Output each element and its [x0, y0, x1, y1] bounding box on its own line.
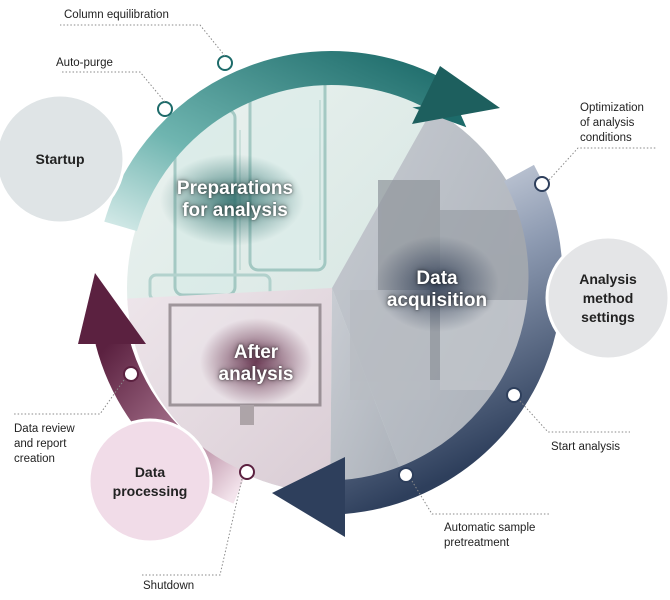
dot-auto-purge [157, 101, 173, 117]
after-analysis-arrowhead [78, 273, 146, 344]
stage-analysis-method-settings-label: Analysis method settings [579, 271, 637, 325]
stage-data-processing-label: Data processing [112, 464, 188, 499]
preparation-arrowhead-tip [412, 66, 500, 124]
data-processing-bubble [87, 418, 213, 544]
dot-automatic-sample-pretreatment [398, 467, 414, 483]
step-auto-purge: Auto-purge [56, 57, 113, 69]
preparation-arrow [104, 51, 463, 232]
leader-optimization [548, 147, 656, 181]
leader-data-review [14, 379, 125, 415]
dot-column-equilibration [217, 55, 233, 71]
leader-start-analysis [519, 400, 630, 433]
step-optimization: Optimization of analysis conditions [580, 102, 644, 144]
leader-column-equilibration [60, 24, 226, 57]
dot-optimization [534, 176, 550, 192]
stage-startup-label: Startup [35, 151, 85, 167]
leader-shutdown [140, 478, 243, 576]
acquisition-arrowhead [272, 457, 345, 537]
step-automatic-sample-pretreatment: Automatic sample pretreatment [444, 522, 536, 549]
step-start-analysis: Start analysis [551, 441, 621, 453]
quadrant-preparations-label: Preparations for analysis [176, 178, 294, 221]
dot-shutdown [239, 464, 255, 480]
startup-bubble [0, 93, 126, 225]
dot-data-review [123, 366, 139, 382]
leader-automatic-sample-pretreatment [411, 480, 550, 515]
step-column-equilibration: Column equilibration [64, 9, 169, 21]
dot-start-analysis [506, 387, 522, 403]
step-shutdown: Shutdown [143, 580, 195, 592]
analysis-method-settings-bubble [545, 235, 670, 361]
leader-auto-purge [60, 71, 166, 103]
quadrant-data-acquisition-label: Data acquisition [386, 268, 488, 311]
quadrant-after-analysis-label: After analysis [218, 342, 294, 385]
step-data-review: Data review and report creation [14, 423, 75, 465]
